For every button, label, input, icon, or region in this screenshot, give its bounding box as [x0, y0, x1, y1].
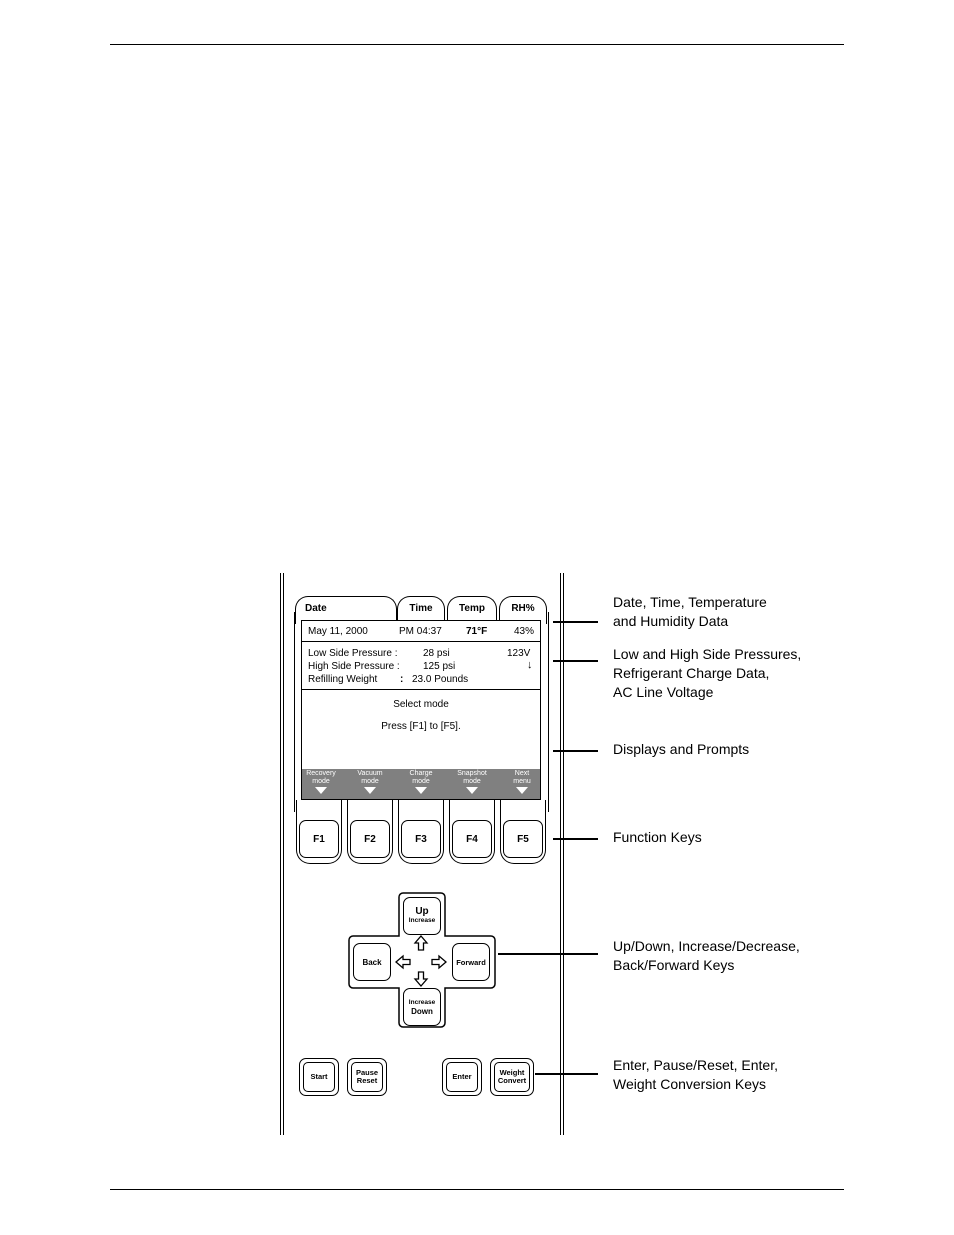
- callout-displays-prompts: Displays and Prompts: [613, 741, 750, 757]
- down-triangle-icon: [516, 787, 528, 794]
- start-key[interactable]: Start: [299, 1058, 339, 1096]
- refill-value: 23.0 Pounds: [412, 674, 469, 685]
- tab-temp-label: Temp: [459, 603, 485, 614]
- start-key-label: Start: [310, 1072, 328, 1081]
- leader-line-fkeys: [553, 838, 598, 840]
- refill-label: Refilling Weight: [308, 674, 378, 685]
- callout-function-keys: Function Keys: [613, 829, 702, 845]
- f2-bezel: [347, 800, 393, 864]
- reset-key-label: Reset: [356, 1076, 378, 1085]
- f1-key[interactable]: F1: [299, 820, 339, 858]
- leader-line-bottom-keys: [535, 1073, 598, 1075]
- f2-key[interactable]: F2: [350, 820, 390, 858]
- f5-key-label: F5: [517, 833, 529, 845]
- pause-key-label: Pause: [355, 1068, 379, 1077]
- tab-time: Time: [397, 596, 445, 624]
- callout-bottom-keys: Enter, Pause/Reset, Enter,Weight Convers…: [613, 1057, 778, 1092]
- high-side-label: High Side Pressure :: [308, 661, 400, 672]
- increase-down-key[interactable]: Increase Down: [403, 988, 441, 1026]
- tab-temp: Temp: [447, 596, 497, 624]
- weight-key-label: Weight: [499, 1068, 525, 1077]
- down-triangle-icon: [364, 787, 376, 794]
- status-date: May 11, 2000: [308, 626, 368, 637]
- status-time: PM 04:37: [399, 626, 442, 637]
- screen-bezel: [294, 612, 549, 812]
- f1-key-label: F1: [313, 833, 325, 845]
- down-triangle-icon: [466, 787, 478, 794]
- tab-date-label: Date: [305, 603, 327, 614]
- callout-pressures: Low and High Side Pressures,Refrigerant …: [613, 646, 802, 700]
- tab-rh: RH%: [499, 596, 547, 624]
- leader-line-status: [553, 621, 598, 623]
- tab-rh-label: RH%: [511, 603, 535, 614]
- leader-line-readings: [553, 660, 598, 662]
- f1-bezel: [296, 800, 342, 864]
- down-triangle-icon: [315, 787, 327, 794]
- down-key-label: Down: [411, 1007, 433, 1016]
- enter-key[interactable]: Enter: [442, 1058, 482, 1096]
- leader-line-nav: [498, 953, 598, 955]
- tab-date: Date: [295, 596, 397, 624]
- readings-divider: [302, 689, 540, 690]
- enter-key-label: Enter: [452, 1072, 472, 1081]
- arrow-down-icon: [413, 971, 429, 987]
- down-triangle-icon: [415, 787, 427, 794]
- prompt-line-2: Press [F1] to [F5].: [381, 721, 461, 732]
- f4-key[interactable]: F4: [452, 820, 492, 858]
- lcd-screen: May 11, 2000 PM 04:37 71°F 43% Low Side …: [301, 620, 541, 800]
- back-key[interactable]: Back: [353, 943, 391, 981]
- refill-colon: :: [400, 674, 404, 685]
- forward-key[interactable]: Forward: [452, 943, 490, 981]
- up-key-label: Up: [415, 906, 429, 917]
- arrow-left-icon: [395, 954, 411, 970]
- convert-key-label: Convert: [497, 1076, 527, 1085]
- voltage-arrow-icon: ↓: [527, 659, 533, 671]
- forward-key-label: Forward: [456, 957, 486, 967]
- status-rh: 43%: [514, 626, 535, 637]
- arrow-right-icon: [431, 954, 447, 970]
- f5-key[interactable]: F5: [503, 820, 543, 858]
- increase-key-label: Increase: [408, 917, 436, 924]
- nav-pad-outline: [348, 892, 496, 1028]
- f5-bezel: [500, 800, 546, 864]
- f2-key-label: F2: [364, 833, 376, 845]
- f3-bezel: [398, 800, 444, 864]
- callout-nav-keys: Up/Down, Increase/Decrease,Back/Forward …: [613, 938, 800, 973]
- increase-key-label: Increase: [408, 999, 436, 1006]
- arrow-up-icon: [413, 935, 429, 951]
- low-side-label: Low Side Pressure :: [308, 648, 398, 659]
- f4-key-label: F4: [466, 833, 478, 845]
- device-left-edge: [280, 573, 284, 1135]
- low-side-value: 28 psi: [423, 648, 450, 659]
- up-increase-key[interactable]: Up Increase: [403, 897, 441, 935]
- line-voltage: 123V: [507, 648, 531, 659]
- f3-key[interactable]: F3: [401, 820, 441, 858]
- top-rule: [110, 44, 844, 45]
- f3-key-label: F3: [415, 833, 427, 845]
- f4-bezel: [449, 800, 495, 864]
- bottom-rule: [110, 1189, 844, 1190]
- device-right-edge: [560, 573, 564, 1135]
- back-key-label: Back: [362, 957, 382, 967]
- status-divider: [302, 641, 540, 642]
- status-temp: 71°F: [466, 626, 488, 637]
- leader-line-prompts: [553, 750, 598, 752]
- prompt-line-1: Select mode: [393, 699, 449, 710]
- tab-time-label: Time: [409, 603, 433, 614]
- high-side-value: 125 psi: [423, 661, 456, 672]
